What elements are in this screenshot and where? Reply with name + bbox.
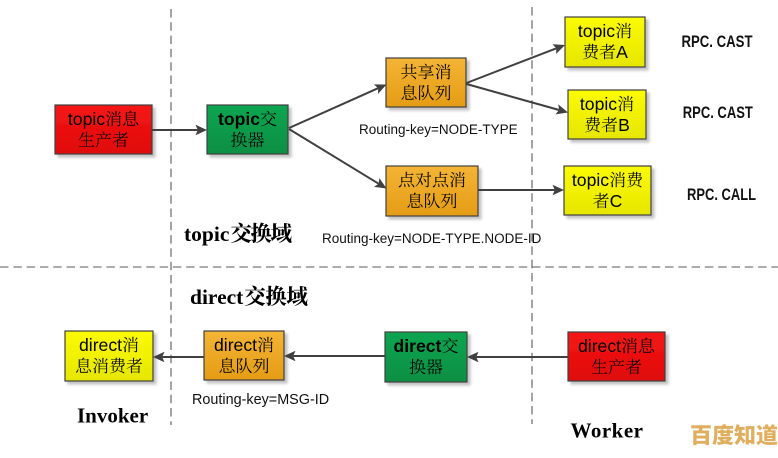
svg-text:direct: direct — [394, 336, 442, 356]
svg-text:direct: direct — [79, 335, 122, 355]
svg-text:Worker: Worker — [571, 419, 644, 443]
svg-text:C: C — [610, 191, 623, 211]
svg-text:topic: topic — [218, 109, 260, 129]
svg-text:topic: topic — [578, 21, 615, 41]
svg-text:A: A — [616, 42, 628, 62]
svg-text:direct: direct — [578, 336, 621, 356]
svg-text:Routing-key=MSG-ID: Routing-key=MSG-ID — [192, 392, 329, 408]
svg-text:B: B — [618, 115, 630, 135]
svg-text:RPC. CALL: RPC. CALL — [687, 186, 756, 204]
svg-text:RPC. CAST: RPC. CAST — [683, 104, 753, 122]
svg-text:Routing-key=NODE-TYPE.NODE-ID: Routing-key=NODE-TYPE.NODE-ID — [322, 231, 542, 246]
svg-text:direct: direct — [190, 285, 244, 309]
svg-text:topic: topic — [580, 94, 617, 114]
svg-text:direct: direct — [214, 335, 257, 355]
svg-text:topic: topic — [572, 170, 609, 190]
svg-text:RPC. CAST: RPC. CAST — [682, 33, 753, 51]
svg-text:topic: topic — [68, 109, 105, 129]
svg-text:topic: topic — [184, 222, 229, 246]
svg-text:Invoker: Invoker — [77, 404, 148, 428]
svg-text:Routing-key=NODE-TYPE: Routing-key=NODE-TYPE — [359, 122, 518, 137]
